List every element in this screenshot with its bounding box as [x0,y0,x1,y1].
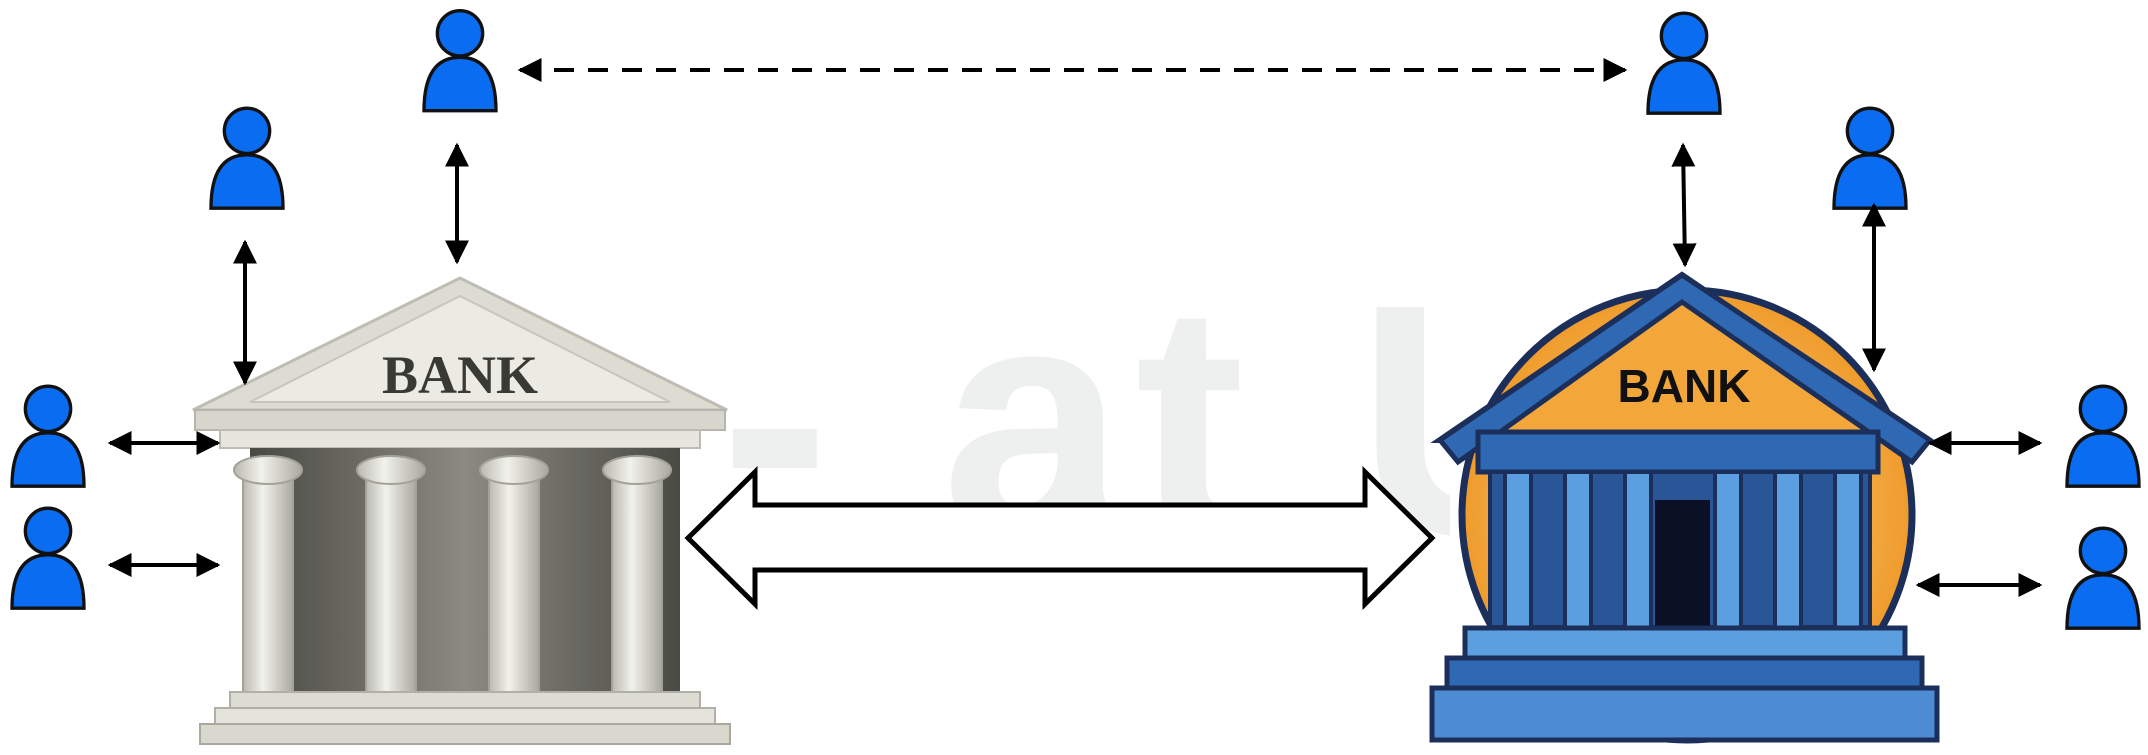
right-bank-label: BANK [1618,360,1751,412]
right-bank-icon [1432,275,1937,740]
left-bank-label: BANK [382,345,538,405]
bank-to-bank-arrow [688,472,1432,604]
user-icon-right-upper [1834,108,1906,208]
user-icon-right-top [1648,13,1720,113]
user-icon-right-side-2 [2067,528,2139,628]
user-icon-left-side-1 [12,386,84,486]
user-icon-left-upper [211,108,283,208]
user-icon-left-side-2 [12,508,84,608]
user-icon-right-side-1 [2067,386,2139,486]
arrow-right-top [1683,145,1685,265]
user-icon-left-top [424,11,496,111]
